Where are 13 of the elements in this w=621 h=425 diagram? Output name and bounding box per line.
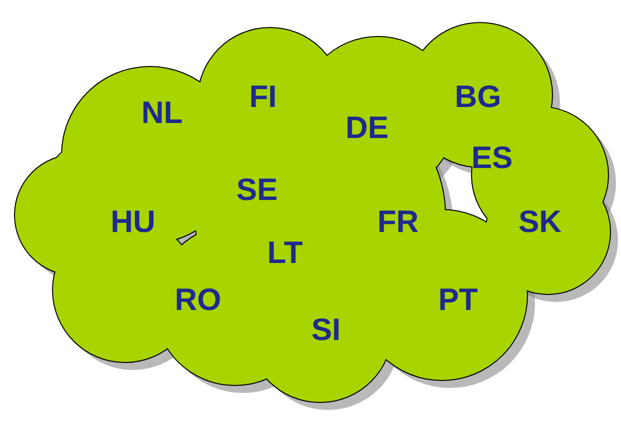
- country-code: NL: [141, 95, 183, 131]
- country-code: BG: [454, 79, 502, 115]
- country-code: ES: [471, 140, 513, 176]
- country-code: SI: [311, 312, 341, 348]
- country-code: SK: [518, 204, 562, 240]
- country-code: SE: [236, 172, 278, 208]
- country-code: RO: [174, 282, 222, 318]
- country-code: LT: [267, 235, 303, 271]
- country-code: PT: [438, 282, 478, 318]
- country-code: HU: [110, 204, 156, 240]
- country-code: FI: [249, 79, 277, 115]
- country-code: DE: [345, 110, 389, 146]
- country-code: FR: [377, 204, 419, 240]
